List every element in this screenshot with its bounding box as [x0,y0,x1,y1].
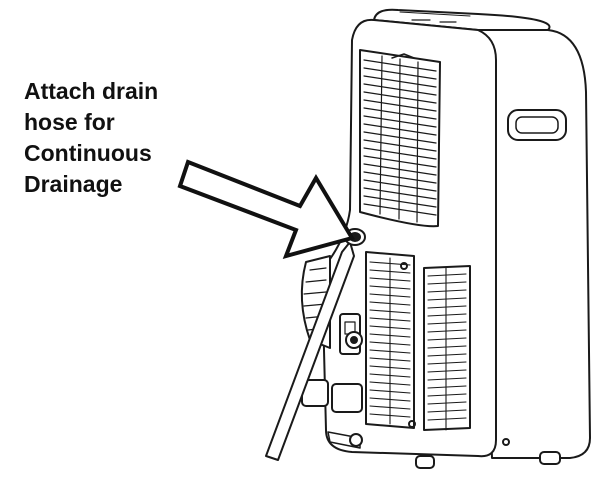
callout-text: Attach drain hose for Continuous Drainag… [24,76,194,200]
caster-right [539,451,561,465]
caster-front [415,455,435,469]
lower-grille-slats [369,257,411,425]
callout-arrow [177,159,356,259]
drain-hose [265,241,355,461]
callout-line-3: Continuous [24,140,152,166]
upper-grille-slats [363,55,437,223]
callout-line-1: Attach drain [24,78,159,104]
side-vent-grille [423,265,471,431]
callout-line-4: Drainage [24,171,123,197]
caster-left [349,433,363,447]
cord-wrap-right [331,383,363,413]
callout-line-2: hose for [24,109,115,135]
unit-top [373,8,551,31]
